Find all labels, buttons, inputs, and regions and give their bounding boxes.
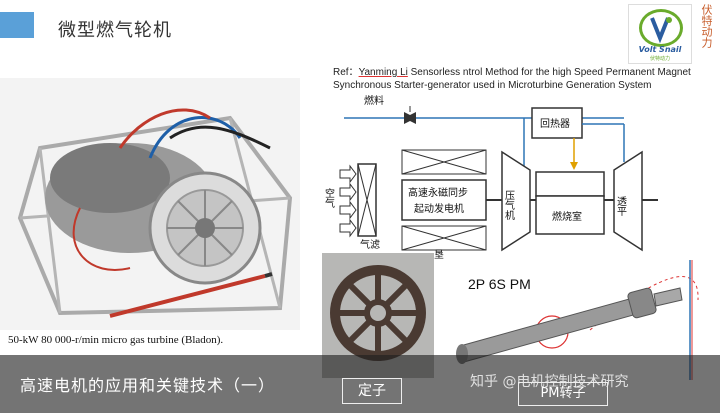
air-label: 空气	[324, 187, 335, 208]
combustor-label: 燃烧室	[552, 210, 582, 223]
base-char: 垦	[434, 249, 444, 260]
title-accent-bar	[0, 12, 34, 38]
generator-label-line2: 起动发电机	[414, 202, 464, 215]
turbine-photo	[0, 78, 300, 330]
fuel-label: 燃料	[364, 94, 384, 107]
reference-prefix: Ref：	[333, 67, 359, 78]
filter-label: 气滤	[360, 238, 380, 251]
slide-title: 微型燃气轮机	[58, 20, 172, 41]
photo-caption: 50-kW 80 000-r/min micro gas turbine (Bl…	[8, 334, 224, 346]
turbine-system-diagram: 燃料 回热器 空气 气滤 高速永磁同步 起动发电机	[323, 92, 716, 261]
logo-vertical-text: 伏特动力	[700, 4, 713, 48]
pm-config-label: 2P 6S PM	[468, 276, 531, 292]
logo-name: Volt Snail	[638, 45, 682, 54]
compressor-label: 压气机	[503, 190, 515, 221]
reference-text: Ref：Yanming Li Sensorless ntrol Method f…	[333, 66, 713, 92]
reference-author: Yanming Li	[358, 67, 408, 78]
generator-label-line1: 高速永磁同步	[408, 186, 468, 199]
logo-v-icon	[639, 9, 683, 47]
turbine-label: 透平	[615, 196, 627, 217]
recuperator-label: 回热器	[540, 117, 570, 130]
rotor-label: PM转子	[518, 382, 608, 406]
logo-subtitle: 伏特动力	[649, 56, 670, 62]
reference-body: Sensorless ntrol Method for the high Spe…	[333, 67, 691, 91]
banner-title: 高速电机的应用和关键技术（一）	[20, 376, 276, 395]
stator-label: 定子	[342, 378, 402, 404]
volt-snail-logo: Volt Snail 伏特动力	[628, 4, 692, 64]
